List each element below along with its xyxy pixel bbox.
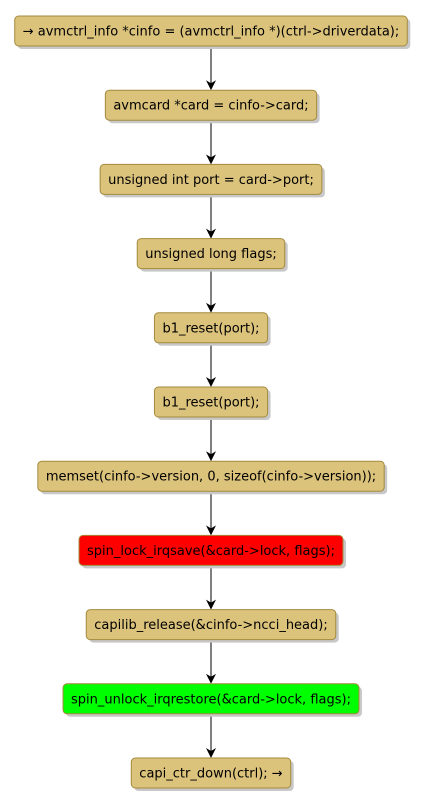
- flow-node-5: b1_reset(port);: [153, 312, 271, 346]
- node-box: [62, 683, 360, 715]
- node-box: [130, 757, 292, 789]
- node-box: [104, 89, 318, 121]
- flow-node-10: spin_unlock_irqrestore(&card->lock, flag…: [62, 683, 362, 717]
- node-box: [153, 312, 269, 344]
- node-label: b1_reset(port);: [162, 396, 259, 411]
- node-label: b1_reset(port);: [162, 321, 259, 336]
- flow-node-9: capilib_release(&cinfo->ncci_head);: [85, 609, 339, 643]
- node-box: [153, 386, 269, 418]
- node-box: [85, 609, 337, 641]
- node-label: spin_unlock_irqrestore(&card->lock, flag…: [71, 692, 351, 707]
- node-label: unsigned int port = card->port;: [108, 173, 314, 188]
- flow-node-4: unsigned long flags;: [136, 238, 288, 272]
- node-label: capi_ctr_down(ctrl); →: [139, 767, 283, 782]
- flow-node-7: memset(cinfo->version, 0, sizeof(cinfo->…: [37, 460, 388, 495]
- node-box: [136, 238, 286, 270]
- flow-node-8: spin_lock_irqsave(&card->lock, flags);: [78, 534, 346, 569]
- node-label: → avmctrl_info *cinfo = (avmctrl_info *)…: [23, 25, 400, 40]
- flow-node-6: b1_reset(port);: [153, 386, 271, 420]
- node-label: spin_lock_irqsave(&card->lock, flags);: [87, 544, 335, 559]
- node-label: avmcard *card = cinfo->card;: [113, 99, 308, 114]
- node-box: [99, 163, 323, 195]
- node-label: unsigned long flags;: [145, 247, 277, 262]
- flow-node-2: avmcard *card = cinfo->card;: [104, 89, 320, 124]
- node-label: capilib_release(&cinfo->ncci_head);: [94, 618, 327, 633]
- flow-node-3: unsigned int port = card->port;: [99, 163, 325, 198]
- flow-node-11: capi_ctr_down(ctrl); →: [130, 757, 294, 791]
- nodes-layer: → avmctrl_info *cinfo = (avmctrl_info *)…: [14, 15, 411, 791]
- node-box: [14, 15, 408, 47]
- node-label: memset(cinfo->version, 0, sizeof(cinfo->…: [46, 470, 376, 485]
- flow-node-1: → avmctrl_info *cinfo = (avmctrl_info *)…: [14, 15, 411, 49]
- node-box: [78, 534, 344, 566]
- node-box: [37, 460, 385, 492]
